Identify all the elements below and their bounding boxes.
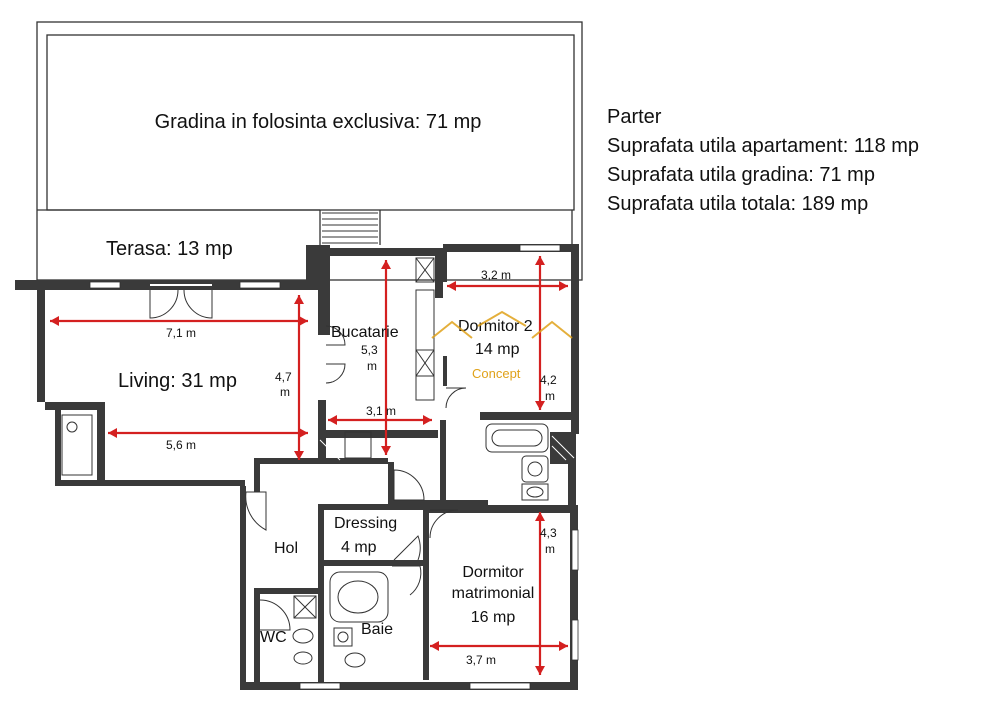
watermark-text: Concept — [472, 366, 521, 381]
bedroom2-area-label: 14 mp — [475, 341, 520, 358]
kitchen-width-label: 3,1 m — [366, 404, 396, 418]
kitchen-depth-unit: m — [367, 359, 377, 373]
summary-line-garden: Suprafata utila gradina: 71 mp — [607, 164, 875, 186]
bath-label: Baie — [361, 621, 393, 638]
doors — [149, 289, 467, 631]
terrace-steps — [322, 212, 378, 244]
kitchen-label: Bucatarie — [331, 324, 399, 341]
summary-line-total: Suprafata utila totala: 189 mp — [607, 193, 869, 215]
master-depth-label: 4,3 — [540, 526, 557, 540]
dimension-arrows — [50, 256, 568, 675]
master-name-label: Dormitor — [462, 564, 524, 581]
dressing-name-label: Dressing — [334, 515, 397, 532]
summary-panel: Parter Suprafata utila apartament: 118 m… — [607, 103, 997, 219]
living-depth-unit: m — [280, 385, 290, 399]
walls — [15, 244, 579, 690]
bedroom2-name-label: Dormitor 2 — [458, 318, 533, 335]
hall-label: Hol — [274, 540, 298, 557]
living-width-lower-label: 5,6 m — [166, 438, 196, 452]
dressing-area-label: 4 mp — [341, 539, 377, 556]
dimension-lines — [50, 256, 568, 675]
master-name-label-2: matrimonial — [452, 585, 535, 602]
master-depth-unit: m — [545, 542, 555, 556]
bath-fixtures — [61, 414, 549, 668]
wall-hatching — [319, 435, 575, 461]
watermark-logo — [431, 310, 573, 339]
master-area-label: 16 mp — [471, 609, 516, 626]
wc-label: WC — [260, 629, 287, 646]
bedroom2-depth-unit: m — [545, 389, 555, 403]
floor-plan: Gradina in folosinta exclusiva: 71 mp Te… — [15, 21, 583, 690]
master-width-label: 3,7 m — [466, 653, 496, 667]
living-label: Living: 31 mp — [118, 370, 237, 392]
garden-label: Gradina in folosinta exclusiva: 71 mp — [155, 111, 482, 133]
bedroom2-width-label: 3,2 m — [481, 268, 511, 282]
terrace-label: Terasa: 13 mp — [106, 238, 233, 260]
summary-title: Parter — [607, 106, 662, 128]
kitchen-fixtures — [344, 257, 435, 459]
living-width-label: 7,1 m — [166, 326, 196, 340]
summary-line-apartment: Suprafata utila apartament: 118 mp — [607, 135, 920, 157]
windows — [89, 244, 579, 690]
bedroom2-depth-label: 4,2 — [540, 373, 557, 387]
living-depth-label: 4,7 — [275, 370, 292, 384]
kitchen-depth-label: 5,3 — [361, 343, 378, 357]
